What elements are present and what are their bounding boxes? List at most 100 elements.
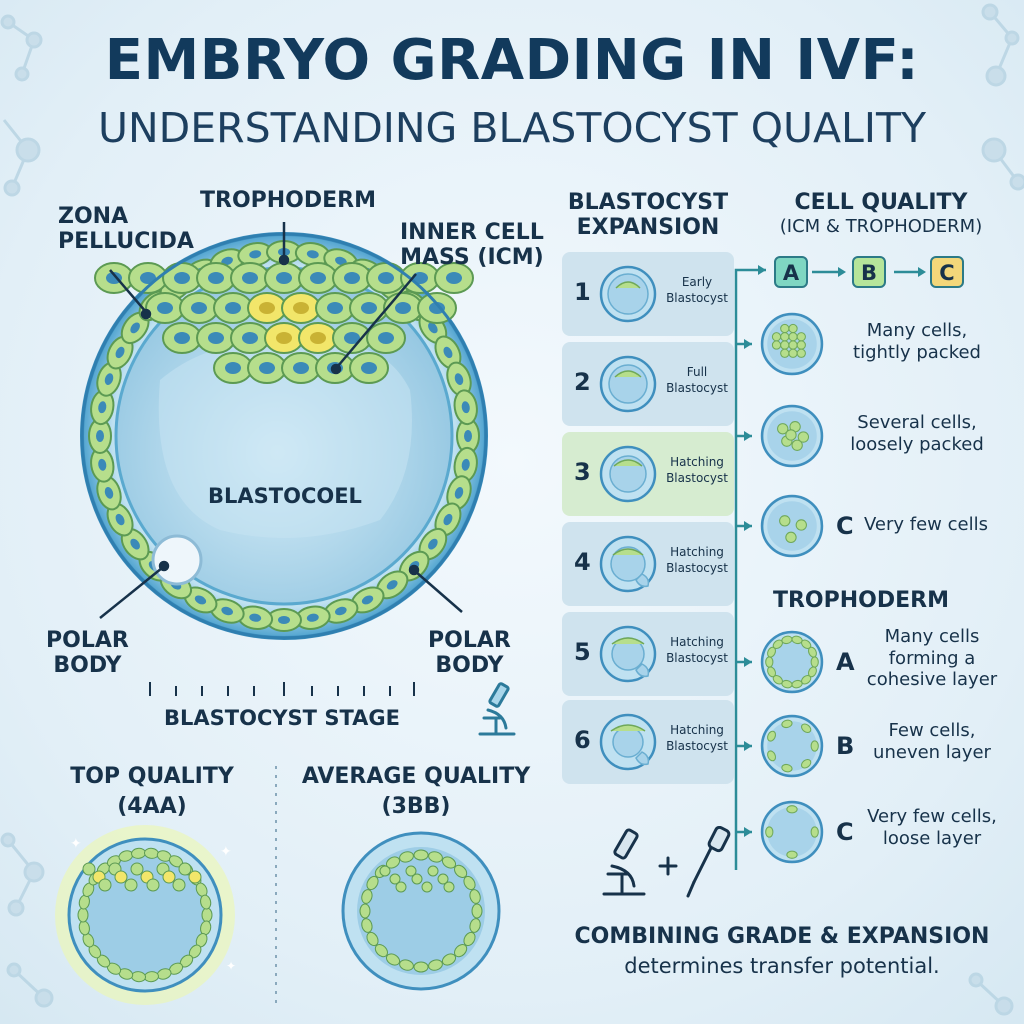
cell-nucleus [208, 332, 224, 344]
icm-grade-description: Many cells,tightly packed [853, 320, 981, 363]
cell-nucleus [259, 302, 275, 314]
cell-nucleus [378, 272, 394, 284]
trophoderm-grade-letter: A [836, 648, 855, 676]
cell-nucleus [443, 346, 453, 359]
cell-nucleus [361, 362, 377, 374]
inner-cell-mass [94, 262, 474, 384]
embryo-cell [399, 851, 414, 863]
embryo-cell [428, 959, 443, 971]
icm-cell [162, 870, 176, 884]
cell-nucleus [293, 362, 309, 374]
cell-nucleus [157, 302, 173, 314]
embryo-cell [77, 907, 89, 923]
label-trophoderm: TROPHODERM [200, 188, 377, 213]
cell-nucleus [428, 538, 438, 550]
embryo-cell [359, 903, 371, 919]
embryo-cell [471, 903, 483, 919]
embryo-cell [428, 851, 443, 863]
polar-body [151, 534, 203, 586]
trophoderm-header: TROPHODERM [772, 588, 949, 613]
cell-nucleus [221, 606, 233, 616]
trophoderm-grade-letter: B [836, 732, 855, 760]
cell-nucleus [259, 362, 275, 374]
expansion-stage-number: 3 [574, 458, 591, 486]
label-blastocyst-stage: BLASTOCYST STAGE [164, 706, 400, 730]
cell-nucleus [249, 613, 262, 622]
microscope-icon [478, 682, 516, 736]
grade-c-badge: C [930, 256, 964, 288]
expansion-stage-number: 4 [574, 548, 591, 576]
expansion-stage-number: 5 [574, 638, 591, 666]
expansion-stage-icon [599, 535, 657, 593]
icm-cell [178, 862, 192, 876]
embryo-cell [441, 856, 457, 869]
cell-nucleus [446, 272, 462, 284]
top-quality-embryo: ✦ ✦ ✦ [55, 825, 236, 1005]
cell-nucleus [335, 256, 347, 266]
cell-nucleus [461, 458, 470, 471]
cell-quality-header: CELL QUALITY (ICM & TROPHODERM) [779, 190, 983, 238]
embryo-cell [454, 944, 468, 958]
label-zona-pellucida: ZONA PELLUCIDA [58, 204, 194, 255]
embryo-cell [201, 907, 213, 923]
trophoderm-grade-description: Very few cells,loose layer [867, 806, 997, 849]
cell-nucleus [361, 302, 377, 314]
label-inner-cell-mass: INNER CELL MASS (ICM) [400, 220, 544, 271]
label-polar-body-right: POLAR BODY [428, 628, 511, 679]
cell-nucleus [278, 616, 290, 624]
icm-cell [188, 870, 202, 884]
cell-nucleus [130, 538, 140, 550]
cell-nucleus [115, 346, 125, 359]
label-blastocoel: BLASTOCOEL [208, 484, 362, 508]
cell-nucleus [378, 332, 394, 344]
expansion-stage-icon [599, 265, 657, 323]
icm-cell [379, 865, 391, 877]
embryo-cell [366, 931, 379, 947]
icm-cell [82, 862, 96, 876]
svg-text:✦: ✦ [220, 844, 232, 860]
cell-nucleus [98, 458, 107, 471]
cell-nucleus [395, 302, 411, 314]
blastocyst-diagram [80, 222, 488, 696]
microscope-pipette-icon [602, 826, 731, 898]
icm-grade-letter: C [836, 512, 854, 540]
cell-nucleus [306, 250, 319, 259]
icm-grade-description: Several cells,loosely packed [850, 412, 984, 455]
cell-nucleus [335, 606, 347, 616]
icm-cell [98, 878, 112, 892]
grade-a-badge: A [774, 256, 808, 288]
embryo-cell [441, 953, 457, 966]
cell-nucleus [276, 272, 292, 284]
cell-nucleus [208, 272, 224, 284]
footer-headline: COMBINING GRADE & EXPANSION [574, 924, 990, 949]
cell-nucleus [115, 513, 125, 526]
embryo-cell [361, 889, 373, 904]
icm-cell [130, 862, 144, 876]
grade-b-badge: B [852, 256, 886, 288]
embryo-cell [413, 849, 429, 861]
trophoderm-grade-c-icon [760, 800, 824, 868]
svg-text:✦: ✦ [70, 836, 82, 852]
average-quality-embryo [341, 831, 501, 991]
cell-nucleus [327, 302, 343, 314]
main-title: EMBRYO GRADING IN IVF: [104, 28, 920, 93]
cell-nucleus [428, 322, 438, 334]
cell-nucleus [191, 302, 207, 314]
expansion-header: BLASTOCYST EXPANSION [567, 190, 729, 241]
trophoderm-grade-description: Few cells,uneven layer [873, 720, 991, 763]
cell-nucleus [310, 332, 326, 344]
expansion-stage-number: 6 [574, 726, 591, 754]
cell-nucleus [221, 256, 233, 266]
cell-nucleus [96, 430, 104, 442]
cell-nucleus [310, 272, 326, 284]
embryo-cell [374, 944, 388, 958]
icm-cell [395, 881, 407, 893]
